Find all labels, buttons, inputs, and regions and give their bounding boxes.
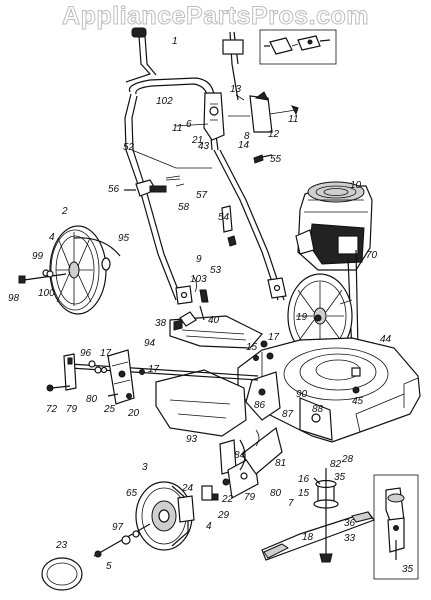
- callout-c79b: 79: [244, 492, 256, 503]
- callout-c8: 8: [244, 131, 250, 142]
- callout-c15a: 15: [246, 342, 258, 353]
- callout-c14: 14: [238, 140, 250, 151]
- callout-c9: 9: [196, 254, 202, 265]
- callout-c56: 56: [108, 184, 120, 195]
- lower-handle: [125, 149, 287, 305]
- callout-c20: 20: [127, 408, 140, 419]
- callout-c90: 90: [296, 389, 308, 400]
- control-bracket: [203, 31, 244, 141]
- callout-c96: 96: [80, 348, 92, 359]
- callout-c29: 29: [217, 510, 230, 521]
- front-axle: [46, 349, 259, 405]
- callout-c17b: 17: [100, 348, 112, 359]
- callout-c10: 10: [350, 180, 362, 191]
- handle-knob: [124, 175, 185, 197]
- callout-c6: 6: [186, 119, 192, 130]
- callout-c43: 43: [198, 141, 210, 152]
- callout-c102: 102: [156, 96, 173, 107]
- callout-c97: 97: [112, 522, 124, 533]
- callout-c98: 98: [8, 293, 20, 304]
- callout-c65: 65: [126, 488, 138, 499]
- hub-cap: [41, 557, 83, 591]
- callout-c2: 2: [61, 206, 68, 217]
- discharge-chute: [169, 305, 263, 349]
- callout-c36: 36: [344, 518, 356, 529]
- callout-c80a: 80: [86, 394, 98, 405]
- callout-c7: 7: [288, 498, 294, 509]
- callout-c57: 57: [196, 190, 208, 201]
- callout-c33: 33: [344, 533, 356, 544]
- callout-c4b: 4: [206, 521, 212, 532]
- callout-c53: 53: [210, 265, 222, 276]
- blade: [261, 468, 375, 563]
- callout-c82: 82: [330, 459, 342, 470]
- callout-c16: 16: [298, 474, 310, 485]
- callout-c45: 45: [352, 396, 364, 407]
- watermark: AppliancePartsPros.com: [62, 2, 369, 31]
- callout-c99: 99: [32, 251, 44, 262]
- callout-c13: 13: [230, 84, 242, 95]
- callout-c58: 58: [178, 202, 190, 213]
- throttle-control: [175, 91, 299, 133]
- callout-c5: 5: [106, 561, 112, 572]
- cable-inset-box: [259, 29, 337, 65]
- callout-c28: 28: [341, 454, 354, 465]
- callout-c81: 81: [275, 458, 286, 469]
- callout-c86: 86: [254, 400, 266, 411]
- callout-c24: 24: [181, 483, 194, 494]
- callout-c72: 72: [46, 404, 58, 415]
- handle-bolts: [192, 154, 273, 303]
- callout-c18: 18: [302, 532, 314, 543]
- callout-c11b: 11: [288, 114, 298, 125]
- blade-adapter-inset-box: [373, 474, 419, 580]
- callout-c44: 44: [380, 334, 392, 345]
- callout-c23: 23: [55, 540, 68, 551]
- callout-c100: 100: [38, 288, 55, 299]
- callout-c11a: 11: [172, 123, 182, 134]
- callout-c17a: 17: [268, 332, 280, 343]
- callout-c25: 25: [103, 404, 116, 415]
- callout-c79a: 79: [66, 404, 78, 415]
- callout-c95: 95: [118, 233, 130, 244]
- callout-c52: 52: [123, 142, 135, 153]
- callout-c3: 3: [142, 462, 148, 473]
- callout-c19: 19: [296, 312, 308, 323]
- front-wheel: [93, 481, 219, 558]
- callout-c38: 38: [155, 318, 167, 329]
- callout-c87: 87: [282, 409, 294, 420]
- callout-c15b: 15: [298, 488, 310, 499]
- rear-wheel-left: [18, 225, 121, 315]
- callout-c22: 22: [221, 494, 234, 505]
- callout-c40: 40: [208, 315, 220, 326]
- callout-c35a: 35: [334, 472, 346, 483]
- callout-c17c: 17: [148, 364, 160, 375]
- callout-c4a: 4: [49, 232, 55, 243]
- callout-c93: 93: [186, 434, 198, 445]
- callout-c84: 84: [234, 450, 246, 461]
- callout-c1: 1: [172, 36, 178, 47]
- height-adjuster: [219, 426, 283, 499]
- callout-c103: 103: [190, 274, 207, 285]
- callout-c54: 54: [218, 212, 230, 223]
- callout-c94: 94: [144, 338, 156, 349]
- side-deflector: [155, 369, 247, 437]
- engine: [295, 181, 373, 355]
- callout-c80b: 80: [270, 488, 282, 499]
- callout-c12: 12: [268, 129, 280, 140]
- callout-c88: 88: [312, 404, 324, 415]
- mower-deck: [237, 337, 421, 443]
- callout-c70: 70: [366, 250, 378, 261]
- callout-c21: 21: [191, 135, 203, 146]
- callout-c35b: 35: [402, 564, 414, 575]
- callout-c55: 55: [270, 154, 282, 165]
